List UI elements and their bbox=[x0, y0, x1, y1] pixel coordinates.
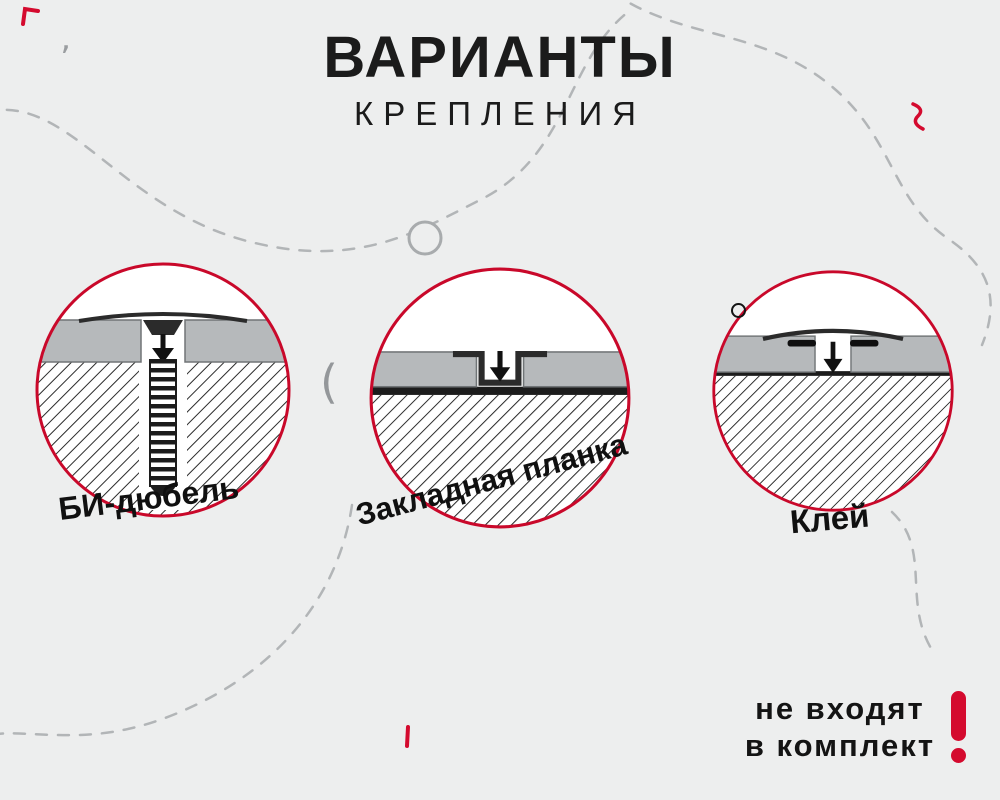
dashed-curve-right-lower bbox=[890, 510, 934, 652]
panel-right bbox=[522, 351, 628, 388]
panel-left bbox=[38, 319, 142, 363]
dashed-curve-left bbox=[0, 10, 630, 253]
t-track-profile bbox=[452, 350, 548, 386]
bi-dowel-diagram bbox=[35, 262, 291, 518]
red-tick-decoration bbox=[405, 725, 410, 748]
exclamation-icon bbox=[951, 690, 966, 763]
arrow-head bbox=[152, 348, 174, 363]
mounting-plate-diagram bbox=[369, 267, 631, 529]
note-text: не входят в комплект bbox=[745, 690, 935, 764]
arrow-head bbox=[489, 367, 511, 382]
red-squiggle-decoration bbox=[911, 102, 925, 131]
note-line-2: в комплект bbox=[744, 727, 935, 763]
panel-right bbox=[184, 319, 288, 363]
glue-pad-right bbox=[850, 339, 879, 347]
dashed-curve-topright bbox=[622, 0, 992, 347]
option-card-bi-dowel bbox=[33, 260, 293, 520]
glue-diagram bbox=[712, 270, 954, 512]
glue-pad-left bbox=[787, 339, 816, 347]
page-title: ВАРИАНТЫ bbox=[323, 25, 677, 90]
apostrophe-decoration: ’ bbox=[60, 39, 71, 79]
base-material-hatch bbox=[714, 375, 952, 510]
node-circle-decoration bbox=[407, 220, 443, 256]
dowel-tip bbox=[150, 486, 176, 496]
note-line-1: не входят bbox=[755, 690, 925, 726]
panel-left bbox=[372, 351, 478, 388]
ring-decoration bbox=[731, 303, 746, 318]
page-subtitle: КРЕПЛЕНИЯ bbox=[353, 95, 646, 133]
header: ВАРИАНТЫ КРЕПЛЕНИЯ bbox=[0, 28, 1000, 133]
base-top-line bbox=[714, 371, 952, 376]
paren-decoration: ( bbox=[320, 355, 338, 409]
dowel-ribbed-shaft bbox=[149, 359, 177, 487]
option-label-glue: Клей bbox=[788, 496, 871, 541]
embedded-plank bbox=[372, 386, 628, 395]
dashed-curve-bottomleft bbox=[0, 503, 354, 737]
dowel-head bbox=[143, 320, 183, 335]
option-circle-border bbox=[35, 262, 291, 518]
profile-cap bbox=[762, 328, 904, 342]
option-card-mounting-plate bbox=[367, 265, 633, 531]
option-circle-border bbox=[369, 267, 631, 529]
profile-cap bbox=[78, 312, 248, 323]
red-corner-decoration bbox=[21, 6, 40, 26]
arrow-head bbox=[823, 358, 843, 374]
option-circle-border bbox=[712, 270, 954, 512]
not-included-note: не входят в комплект bbox=[745, 690, 966, 764]
option-card-glue bbox=[710, 268, 956, 514]
